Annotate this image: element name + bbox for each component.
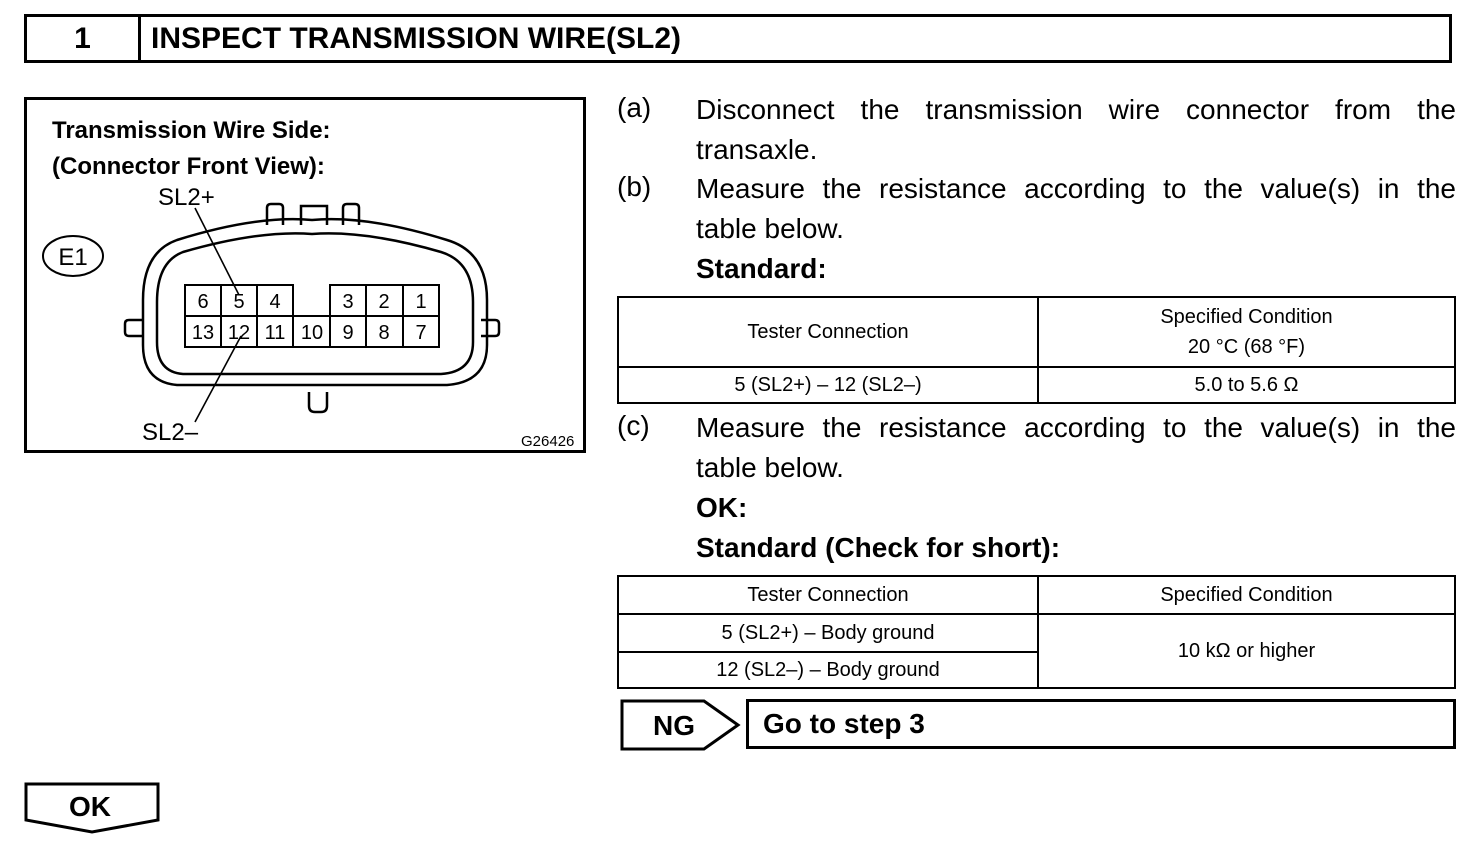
step-b-standard: Standard: (696, 253, 827, 284)
step-a-text: Disconnect the transmission wire connect… (696, 90, 1456, 170)
pin-2: 2 (378, 291, 389, 313)
table1-row1-condition: 5.0 to 5.6 Ω (1037, 366, 1456, 404)
table1-header-condition: Specified Condition 20 °C (68 °F) (1037, 296, 1456, 368)
connector-shell (141, 217, 489, 387)
connector-id: E1 (58, 244, 87, 271)
table2-header-connection: Tester Connection (617, 575, 1039, 615)
standard-table: Tester Connection Specified Condition 20… (617, 296, 1456, 404)
connector-id-oval (42, 235, 104, 277)
pin-11: 11 (265, 322, 286, 344)
connector-figure: Transmission Wire Side: (Connector Front… (24, 97, 586, 453)
ng-label: NG (653, 710, 695, 741)
step-b-line1: Measure the resistance according to the … (696, 173, 1456, 204)
figure-title-line2: (Connector Front View): (52, 153, 325, 180)
pin-9: 9 (342, 322, 353, 344)
step-b-line2: table below. (696, 213, 844, 244)
pin-7: 7 (415, 322, 426, 344)
ok-label: OK (69, 791, 111, 822)
ng-action-box: Go to step 3 (746, 699, 1456, 749)
step-a-line2: transaxle. (696, 134, 818, 165)
table2-header-condition: Specified Condition (1037, 575, 1456, 615)
pin-3: 3 (342, 291, 353, 313)
table2-row2-connection: 12 (SL2–) – Body ground (617, 651, 1039, 689)
step-header: 1 INSPECT TRANSMISSION WIRE(SL2) (24, 14, 1452, 63)
leader-sl2-minus (194, 335, 242, 423)
table2-condition: 10 kΩ or higher (1037, 613, 1456, 689)
short-check-table: Tester Connection Specified Condition 5 … (617, 575, 1456, 689)
table1-header-connection: Tester Connection (617, 296, 1039, 368)
pin-1: 1 (415, 291, 426, 313)
step-b-label: (b) (617, 171, 652, 202)
pin-5: 5 (233, 291, 244, 313)
figure-title-line1: Transmission Wire Side: (52, 117, 331, 144)
step-c-line2: table below. (696, 452, 844, 483)
step-title: INSPECT TRANSMISSION WIRE(SL2) (151, 21, 682, 55)
pin-4: 4 (269, 291, 280, 313)
step-c-label: (c) (617, 410, 650, 441)
table2-row1-connection: 5 (SL2+) – Body ground (617, 613, 1039, 653)
table1-header-condition-line1: Specified Condition (1160, 306, 1333, 328)
ng-action: Go to step 3 (763, 708, 925, 739)
step-b-text: Measure the resistance according to the … (696, 169, 1456, 289)
ng-arrow: NG (620, 699, 741, 751)
label-sl2-plus: SL2+ (158, 184, 215, 211)
step-c-text: Measure the resistance according to the … (696, 408, 1456, 568)
table1-row1-connection: 5 (SL2+) – 12 (SL2–) (617, 366, 1039, 404)
step-a-label: (a) (617, 92, 652, 123)
pin-8: 8 (378, 322, 389, 344)
label-sl2-minus: SL2– (142, 419, 199, 446)
step-c-line1: Measure the resistance according to the … (696, 412, 1456, 443)
figure-code: G26426 (521, 433, 574, 450)
step-number: 1 (27, 17, 141, 60)
pin-grid: 6 5 4 3 2 1 13 12 11 10 9 8 7 (184, 284, 440, 348)
pin-12: 12 (228, 322, 250, 344)
connector-diagram: Transmission Wire Side: (Connector Front… (42, 117, 574, 450)
step-c-standard: Standard (Check for short): (696, 532, 1061, 563)
table1-header-condition-line2: 20 °C (68 °F) (1187, 336, 1306, 358)
step-a-line1: Disconnect the transmission wire connect… (696, 94, 1456, 125)
step-c-ok: OK: (696, 492, 748, 523)
ok-arrow: OK (24, 782, 160, 834)
leader-sl2-plus (194, 207, 240, 296)
pin-6: 6 (197, 291, 208, 313)
pin-10: 10 (301, 322, 323, 344)
pin-13: 13 (192, 322, 214, 344)
